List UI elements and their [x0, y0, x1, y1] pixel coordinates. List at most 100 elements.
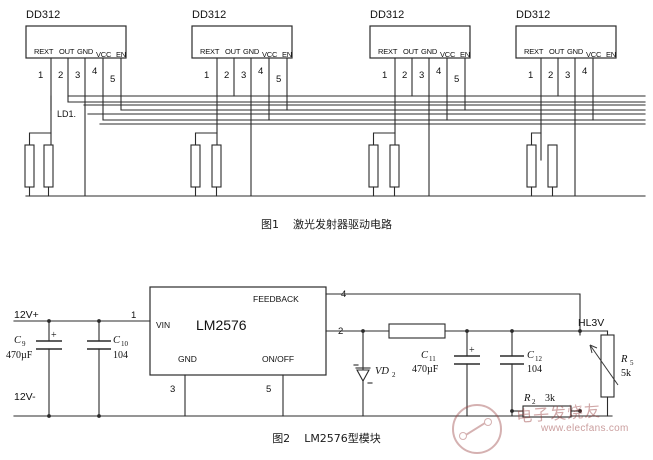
- caption-number-fig1: 图1: [261, 218, 279, 231]
- ic-pin-gnd-label: GND: [178, 354, 197, 364]
- dd312-block-3: DD312 REXT OUT GND VCC EN 1 2 3 4 5: [369, 9, 471, 196]
- ref-sub-vd2: 2: [392, 371, 396, 379]
- polarity-sign-c9: +: [51, 330, 57, 341]
- junction-dot: [47, 319, 51, 323]
- lm2576-body: [149, 286, 327, 376]
- pin-num-2-1: 2: [58, 70, 63, 81]
- diode-vd2: VD 2: [353, 330, 396, 417]
- pin-name-rext-2: REXT: [200, 47, 220, 56]
- pin-name-vcc-4: VCC: [586, 50, 602, 59]
- capacitor-c10: C 10 104: [87, 320, 129, 417]
- dd312-label-4: DD312: [516, 9, 550, 21]
- capacitor-c11: + C 11 470µF: [412, 330, 480, 417]
- potentiometer-r2: R 2 3k: [511, 393, 581, 418]
- ref-c12: C: [527, 350, 535, 361]
- variable-resistor-r5: R 5 5k: [579, 330, 634, 417]
- value-c9: 470µF: [6, 350, 33, 361]
- ref-sub-c10: 10: [121, 340, 129, 348]
- ic-pin-onoff-label: ON/OFF: [262, 354, 294, 364]
- pin-name-rext-3: REXT: [378, 47, 398, 56]
- rail-label-hl3v: HL3V: [578, 317, 604, 329]
- ref-c9: C: [14, 335, 22, 346]
- value-c10: 104: [113, 350, 128, 361]
- ref-sub-c11: 11: [429, 355, 436, 363]
- polarity-sign-c11: +: [469, 345, 475, 356]
- ic-pin-feedback-label: FEEDBACK: [253, 294, 299, 304]
- pin-num-3-4: 3: [565, 70, 570, 81]
- pin-name-en-3: EN: [460, 50, 470, 59]
- feedback-trace: [325, 293, 581, 336]
- net-label-ld1: LD1.: [57, 109, 76, 119]
- pin-name-out-1: OUT: [59, 47, 75, 56]
- junction-dot: [510, 329, 514, 333]
- junction-dot: [465, 329, 469, 333]
- pin-name-rext-4: REXT: [524, 47, 544, 56]
- junction-dot: [97, 414, 101, 418]
- junction-dot: [97, 319, 101, 323]
- pin-name-gnd-1: GND: [77, 47, 94, 56]
- value-r2: 3k: [545, 393, 555, 404]
- pin-num-4-4: 4: [582, 66, 587, 77]
- pin-num-2-3: 2: [402, 70, 407, 81]
- pin-name-gnd-3: GND: [421, 47, 438, 56]
- ic-pin-num-3: 3: [170, 384, 175, 395]
- ref-vd2: VD: [375, 366, 389, 377]
- laser-pair-1: [24, 132, 54, 197]
- pin-name-out-4: OUT: [549, 47, 565, 56]
- ref-sub-c12: 12: [535, 355, 543, 363]
- pin-name-vcc-3: VCC: [440, 50, 456, 59]
- junction-dot: [578, 329, 582, 333]
- pin-num-3-1: 3: [75, 70, 80, 81]
- dd312-block-2: DD312 REXT OUT GND VCC EN 1 2 3 4 5: [191, 9, 293, 196]
- pin-name-gnd-2: GND: [243, 47, 260, 56]
- pin-name-vcc-1: VCC: [96, 50, 112, 59]
- value-r5: 5k: [621, 368, 631, 379]
- dd312-block-1: DD312 REXT OUT GND VCC EN 1 2 3 4 5: [25, 9, 646, 196]
- pin-num-4-1: 4: [92, 66, 97, 77]
- pin-num-5-2: 5: [276, 74, 281, 85]
- pin-name-out-3: OUT: [403, 47, 419, 56]
- rail-label-12v-pos: 12V+: [14, 309, 39, 321]
- pin-num-3-3: 3: [419, 70, 424, 81]
- pin-num-1-2: 1: [204, 70, 209, 81]
- dd312-label-1: DD312: [26, 9, 60, 21]
- pin-num-4-3: 4: [436, 66, 441, 77]
- bus-lines-fig1: [50, 95, 646, 125]
- dd312-block-4: DD312 REXT OUT GND VCC EN 1 2 3 4: [515, 9, 617, 196]
- caption-number-fig2: 图2: [272, 432, 291, 445]
- pin-num-1-4: 1: [528, 70, 533, 81]
- ref-r5: R: [620, 354, 628, 365]
- figure-2-group: LM2576 VIN FEEDBACK GND ON/OFF 1 2 3 4 5…: [6, 286, 634, 418]
- pin-num-3-2: 3: [241, 70, 246, 81]
- ic-pin-num-1: 1: [131, 310, 136, 321]
- pin-name-en-4: EN: [606, 50, 616, 59]
- pin-name-en-1: EN: [116, 50, 126, 59]
- ref-c10: C: [113, 335, 121, 346]
- pin-name-en-2: EN: [282, 50, 292, 59]
- pin-num-5-1: 5: [110, 74, 115, 85]
- pin-name-out-2: OUT: [225, 47, 241, 56]
- dd312-label-3: DD312: [370, 9, 404, 21]
- pin-num-5-3: 5: [454, 74, 459, 85]
- junction-dot: [47, 414, 51, 418]
- caption-figure-1: 图1 激光发射器驱动电路: [0, 216, 653, 232]
- pin-num-2-4: 2: [548, 70, 553, 81]
- pin-num-1-1: 1: [38, 70, 43, 81]
- pin-num-2-2: 2: [224, 70, 229, 81]
- lm2576-label: LM2576: [196, 317, 247, 333]
- capacitor-c9: + C 9 470µF: [6, 320, 62, 417]
- pin-num-4-2: 4: [258, 66, 263, 77]
- junction-dot: [510, 409, 514, 413]
- caption-title-fig1: 激光发射器驱动电路: [293, 218, 392, 231]
- junction-dot: [361, 329, 365, 333]
- pin-name-rext-1: REXT: [34, 47, 54, 56]
- capacitor-c12: C 12 104: [500, 330, 543, 417]
- laser-pair-3: [368, 132, 400, 197]
- output-inductor: [388, 323, 446, 339]
- ic-pin-num-5: 5: [266, 384, 271, 395]
- pin-num-1-3: 1: [382, 70, 387, 81]
- ref-c11: C: [421, 350, 429, 361]
